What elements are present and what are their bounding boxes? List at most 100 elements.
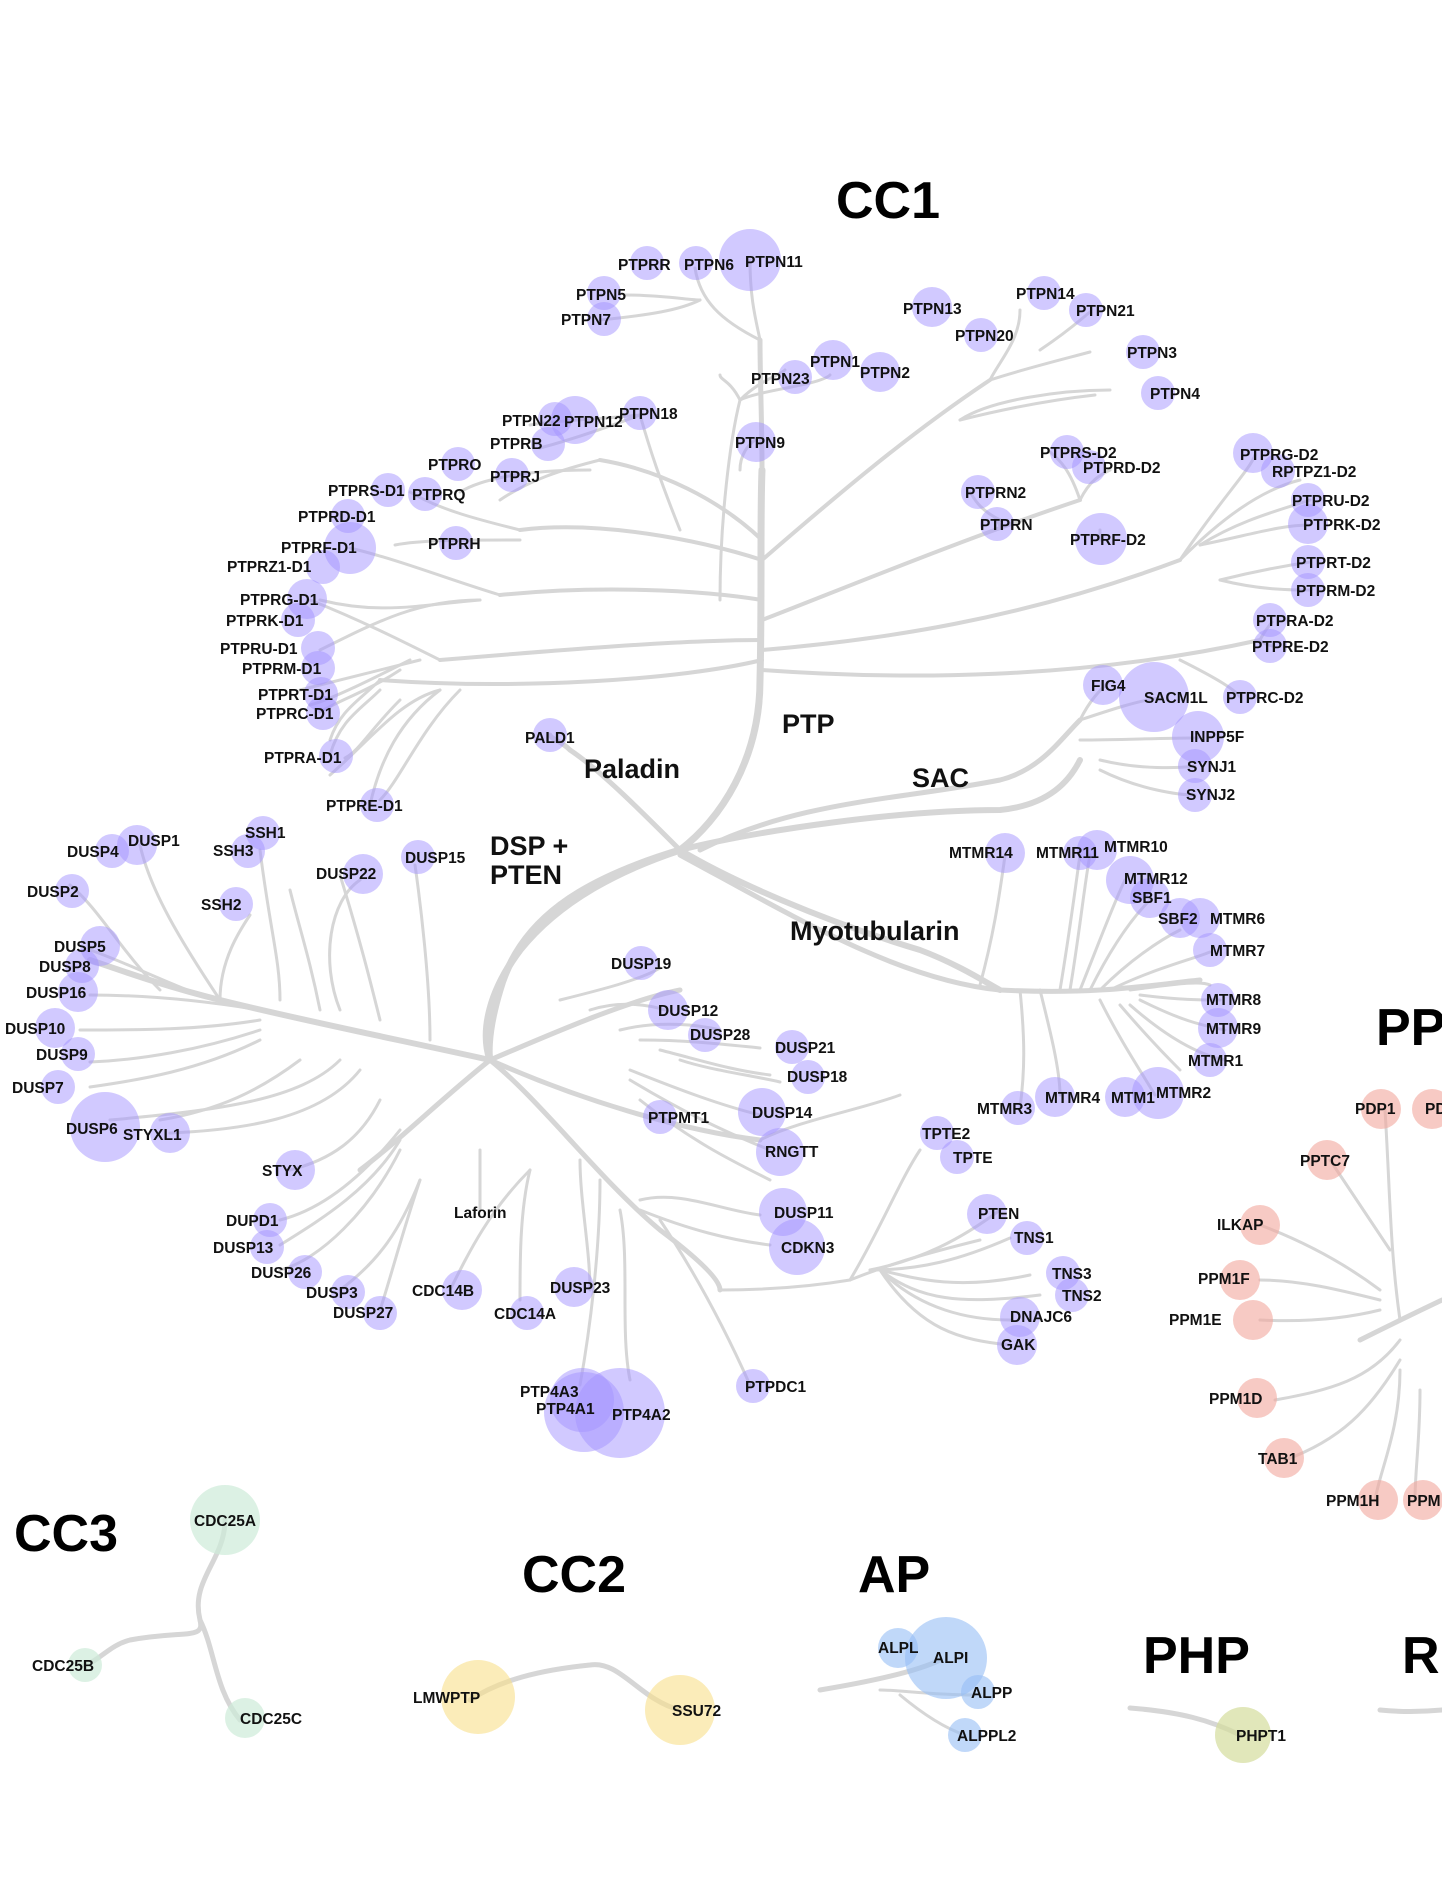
node-TNS2[interactable] xyxy=(1055,1278,1089,1312)
node-DUPD1[interactable] xyxy=(253,1203,287,1237)
node-ALPPL2[interactable] xyxy=(948,1718,982,1752)
node-MTMR1[interactable] xyxy=(1193,1043,1227,1077)
node-TPTE2[interactable] xyxy=(920,1116,954,1150)
node-PTPRZ1_D1[interactable] xyxy=(306,550,340,584)
node-MTMR8[interactable] xyxy=(1201,983,1235,1017)
node-PTPRH[interactable] xyxy=(439,526,473,560)
node-PPM-partial[interactable] xyxy=(1403,1480,1442,1520)
node-DUSP26[interactable] xyxy=(288,1255,322,1289)
node-PPM1H[interactable] xyxy=(1358,1480,1398,1520)
node-SACM1L[interactable] xyxy=(1119,662,1189,732)
node-PTPRK_D1[interactable] xyxy=(281,603,315,637)
node-DUSP7[interactable] xyxy=(41,1070,75,1104)
node-DUSP6[interactable] xyxy=(70,1092,140,1162)
node-PTPRT_D2[interactable] xyxy=(1291,545,1325,579)
node-PTPN7[interactable] xyxy=(587,302,621,336)
node-PTPN6[interactable] xyxy=(679,246,713,280)
node-PTPN9[interactable] xyxy=(736,422,776,462)
node-PTPRR[interactable] xyxy=(630,246,664,280)
node-FIG4[interactable] xyxy=(1083,665,1123,705)
node-SSU72[interactable] xyxy=(645,1675,715,1745)
node-MTMR6[interactable] xyxy=(1180,898,1220,938)
node-PTPN20[interactable] xyxy=(964,318,998,352)
node-DUSP21[interactable] xyxy=(775,1030,809,1064)
node-PTPRE_D1[interactable] xyxy=(360,788,394,822)
node-DUSP3[interactable] xyxy=(331,1275,365,1309)
node-CDC14B[interactable] xyxy=(442,1270,482,1310)
node-DUSP19[interactable] xyxy=(624,946,658,980)
node-DUSP9[interactable] xyxy=(61,1037,95,1071)
node-CDC25A[interactable] xyxy=(190,1485,260,1555)
node-PTPRN[interactable] xyxy=(980,507,1014,541)
node-PTPRQ[interactable] xyxy=(408,477,442,511)
node-DUSP1[interactable] xyxy=(117,825,157,865)
node-SSH3[interactable] xyxy=(231,834,265,868)
node-PTEN[interactable] xyxy=(967,1194,1007,1234)
node-PTPRA_D1[interactable] xyxy=(319,739,353,773)
node-DUSP27[interactable] xyxy=(363,1296,397,1330)
node-PTPN21[interactable] xyxy=(1069,293,1103,327)
node-DUSP16[interactable] xyxy=(58,972,98,1012)
node-PDP1[interactable] xyxy=(1361,1089,1401,1129)
node-PTPN14[interactable] xyxy=(1027,276,1061,310)
node-PTPRF_D2[interactable] xyxy=(1075,513,1127,565)
node-PTPRK_D2[interactable] xyxy=(1288,504,1328,544)
node-MTMR3[interactable] xyxy=(1001,1091,1035,1125)
node-MTMR10[interactable] xyxy=(1077,830,1117,870)
node-PHPT1[interactable] xyxy=(1215,1707,1271,1763)
node-SYNJ2[interactable] xyxy=(1178,778,1212,812)
node-PTPN4[interactable] xyxy=(1141,376,1175,410)
node-MTMR7[interactable] xyxy=(1193,933,1227,967)
node-MTMR9[interactable] xyxy=(1198,1008,1238,1048)
node-PALD1[interactable] xyxy=(533,718,567,752)
node-PTPRC_D1[interactable] xyxy=(306,696,340,730)
node-PPM1F[interactable] xyxy=(1220,1260,1260,1300)
node-DUSP22[interactable] xyxy=(343,854,383,894)
node-RNGTT[interactable] xyxy=(756,1128,804,1176)
node-SYNJ1[interactable] xyxy=(1178,749,1212,783)
node-ALPP[interactable] xyxy=(961,1675,995,1709)
node-MTMR4[interactable] xyxy=(1035,1077,1075,1117)
node-PTPRN2[interactable] xyxy=(961,475,995,509)
node-MTMR14[interactable] xyxy=(985,833,1025,873)
node-CDC14A[interactable] xyxy=(510,1296,544,1330)
node-CDKN3[interactable] xyxy=(769,1219,825,1275)
node-PTPRC_D2[interactable] xyxy=(1223,680,1257,714)
node-TPTE[interactable] xyxy=(940,1140,974,1174)
node-DUSP2[interactable] xyxy=(55,874,89,908)
node-DUSP12[interactable] xyxy=(648,990,688,1030)
node-DUSP18[interactable] xyxy=(791,1060,825,1094)
node-PTPN18[interactable] xyxy=(623,396,657,430)
node-PPM1E[interactable] xyxy=(1233,1300,1273,1340)
node-PTPRM_D1[interactable] xyxy=(301,651,335,685)
node-TAB1[interactable] xyxy=(1264,1438,1304,1478)
node-SSH2[interactable] xyxy=(219,887,253,921)
node-PTPN3[interactable] xyxy=(1126,335,1160,369)
node-PTPMT1[interactable] xyxy=(643,1100,677,1134)
node-LMWPTP[interactable] xyxy=(441,1660,515,1734)
node-CDC25C[interactable] xyxy=(225,1698,265,1738)
node-PTPRB[interactable] xyxy=(531,427,565,461)
node-DUSP28[interactable] xyxy=(688,1018,722,1052)
node-PPTC7[interactable] xyxy=(1307,1140,1347,1180)
node-GAK[interactable] xyxy=(997,1325,1037,1365)
node-PTPRJ[interactable] xyxy=(495,458,529,492)
node-TNS1[interactable] xyxy=(1010,1221,1044,1255)
node-PTPN23[interactable] xyxy=(778,360,812,394)
node-PTPDC1[interactable] xyxy=(736,1369,770,1403)
node-PTPRO[interactable] xyxy=(441,447,475,481)
node-PTPRD_D2[interactable] xyxy=(1072,450,1106,484)
node-PTPN13[interactable] xyxy=(912,287,952,327)
node-DUSP15[interactable] xyxy=(401,840,435,874)
node-STYXL1[interactable] xyxy=(150,1113,190,1153)
node-SBF1[interactable] xyxy=(1130,878,1170,918)
node-PTPN1[interactable] xyxy=(813,340,853,380)
node-PTPN11[interactable] xyxy=(719,229,781,291)
node-MTM1[interactable] xyxy=(1105,1077,1145,1117)
node-DUSP10[interactable] xyxy=(35,1008,75,1048)
node-CDC25B[interactable] xyxy=(68,1648,102,1682)
node-STYX[interactable] xyxy=(275,1150,315,1190)
node-ALPI[interactable] xyxy=(905,1617,987,1699)
node-PTPN12[interactable] xyxy=(551,396,599,444)
node-DUSP13[interactable] xyxy=(250,1230,284,1264)
